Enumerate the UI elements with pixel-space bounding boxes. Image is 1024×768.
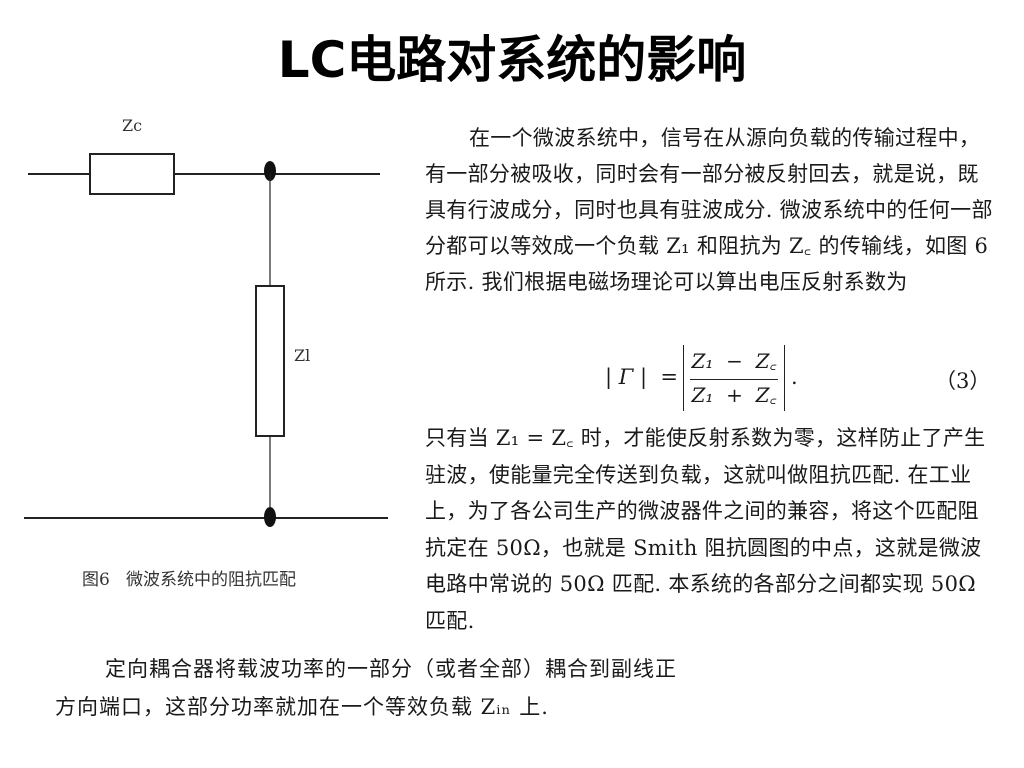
source-impedance-resistor <box>89 153 175 195</box>
reflection-coefficient-equation: | Γ | = Z₁ − Z꜀ Z₁ + Z꜀ . （3） <box>425 345 1000 415</box>
bottom-junction-node <box>264 507 276 527</box>
slide-title: LC电路对系统的影响 <box>277 31 747 89</box>
figure-caption: 图6 微波系统中的阻抗匹配 <box>82 570 297 590</box>
paragraph-text: 只有当 Z₁ = Z꜀ 时，才能使反射系数为零，这样防止了产生驻波，使能量完全传… <box>425 426 986 633</box>
paragraph-coupler: 定向耦合器将载波功率的一部分（或者全部）耦合到副线正方向端口，这部分功率就加在一… <box>55 650 695 726</box>
fraction-bar <box>690 379 778 380</box>
equation-fraction: Z₁ − Z꜀ Z₁ + Z꜀ <box>683 345 785 411</box>
equation-period: . <box>791 365 798 389</box>
paragraph-matching: 只有当 Z₁ = Z꜀ 时，才能使反射系数为零，这样防止了产生驻波，使能量完全传… <box>425 420 1000 639</box>
equation-denominator: Z₁ + Z꜀ <box>691 383 777 407</box>
circuit-diagram <box>24 153 388 527</box>
equation-numerator: Z₁ − Z꜀ <box>691 349 777 373</box>
equation-number: （3） <box>935 369 991 393</box>
paragraph-text: 在一个微波系统中，信号在从源向负载的传输过程中，有一部分被吸收，同时会有一部分被… <box>425 126 993 294</box>
zc-label: Zc <box>122 116 143 135</box>
load-impedance-resistor <box>255 285 285 437</box>
equation-left-side: | Γ | = <box>605 365 679 389</box>
paragraph-text: 定向耦合器将载波功率的一部分（或者全部）耦合到副线正方向端口，这部分功率就加在一… <box>55 657 677 719</box>
impedance-matching-figure: Zc Zl 图6 微波系统中的阻抗匹配 <box>20 110 420 590</box>
top-junction-node <box>264 161 276 181</box>
paragraph-reflection: 在一个微波系统中，信号在从源向负载的传输过程中，有一部分被吸收，同时会有一部分被… <box>425 120 1000 300</box>
zl-label: Zl <box>294 346 311 365</box>
